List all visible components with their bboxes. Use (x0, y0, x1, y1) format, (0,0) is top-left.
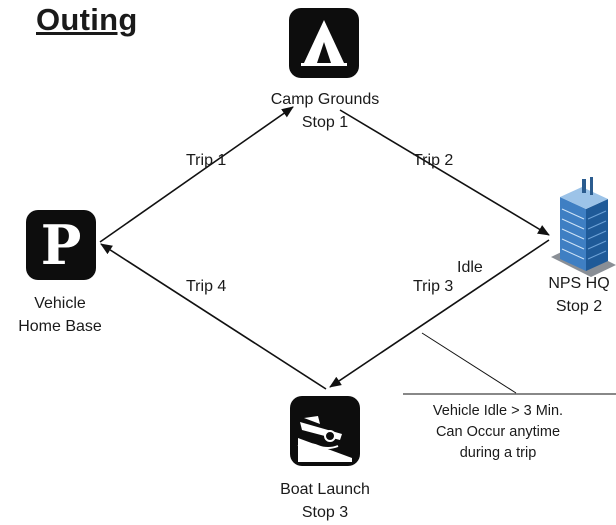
trip-4-edge (100, 243, 327, 390)
boat-launch-name: Boat Launch (280, 481, 370, 498)
camp-grounds-name: Camp Grounds (270, 91, 380, 108)
boat-launch-icon (290, 396, 360, 466)
trip-1-edge (99, 106, 294, 243)
trip-3-label: Trip 3 (413, 278, 454, 295)
home-base-label: Vehicle Home Base (0, 292, 135, 338)
note-leader (421, 332, 517, 394)
camp-grounds-label: Camp Grounds Stop 1 (250, 88, 400, 134)
trip-4-label: Trip 4 (186, 278, 227, 295)
trip-2-label: Trip 2 (413, 152, 454, 169)
nps-hq-label: NPS HQ Stop 2 (504, 272, 616, 318)
trip-2-edge (339, 109, 550, 236)
idle-note-line-1: Vehicle Idle > 3 Min. (432, 403, 564, 419)
idle-note-line-3: during a trip (459, 445, 537, 461)
nps-hq-name: NPS HQ (548, 275, 610, 292)
tent-icon (289, 8, 359, 78)
idle-label: Idle (457, 259, 483, 276)
boat-launch-stop: Stop 3 (301, 504, 349, 521)
idle-note: Vehicle Idle > 3 Min. Can Occur anytime … (398, 401, 598, 464)
office-building-icon (546, 175, 616, 285)
home-base-name: Vehicle (34, 295, 86, 312)
trip-3-edge (329, 239, 550, 388)
home-base-sub: Home Base (18, 318, 102, 335)
trip-1-label: Trip 1 (186, 152, 227, 169)
boat-launch-label: Boat Launch Stop 3 (250, 478, 400, 524)
diagram-title: Outing (36, 2, 138, 37)
parking-glyph: P (40, 213, 82, 277)
nps-hq-stop: Stop 2 (555, 298, 603, 315)
camp-grounds-stop: Stop 1 (301, 114, 349, 131)
parking-icon: P (26, 210, 96, 280)
idle-note-line-2: Can Occur anytime (435, 424, 561, 440)
